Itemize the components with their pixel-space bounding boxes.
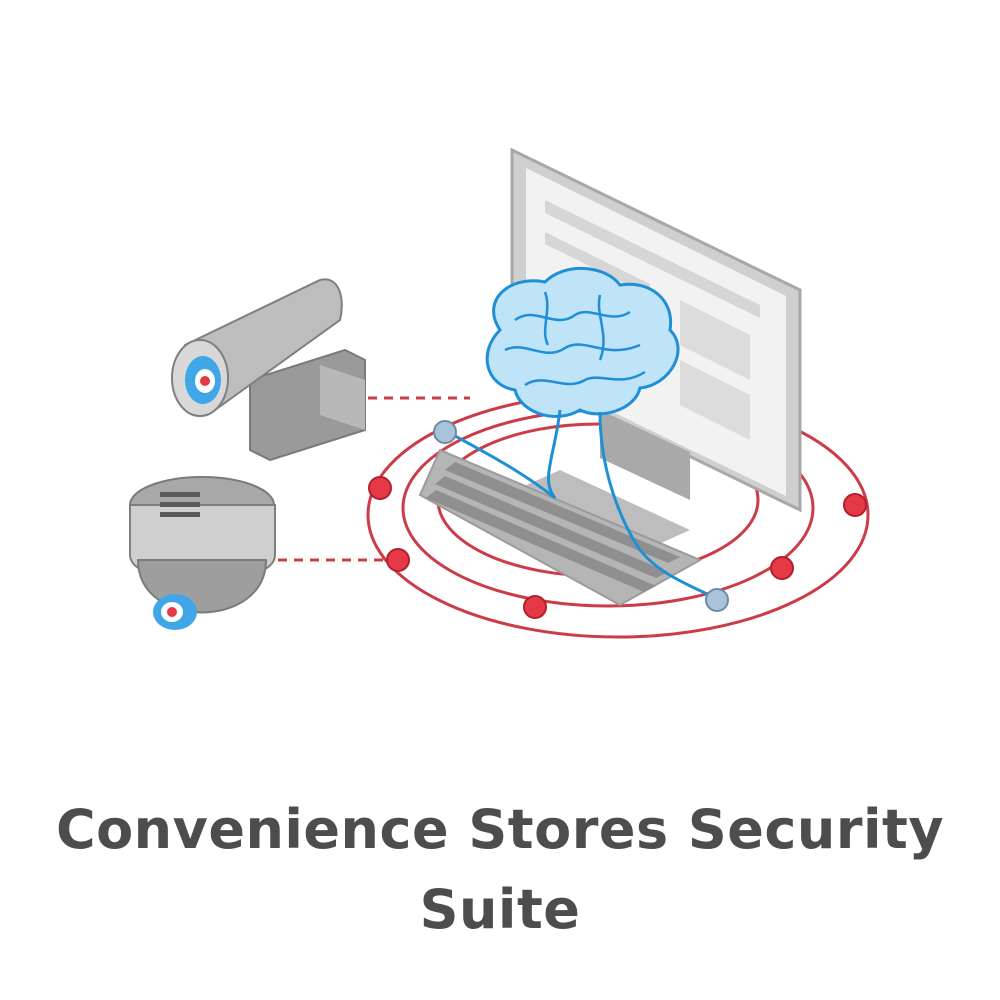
product-title: Convenience Stores Security Suite	[0, 790, 1000, 950]
keyboard-icon	[418, 448, 703, 607]
bullet-camera-icon	[171, 278, 366, 462]
security-illustration	[129, 147, 870, 639]
product-title-line-2: Suite	[419, 878, 581, 941]
network-nodes	[368, 420, 867, 619]
product-title-line-1: Convenience Stores Security	[55, 798, 945, 861]
connector-lines	[278, 396, 470, 562]
brain-icon	[447, 267, 716, 600]
dome-camera-icon	[129, 476, 276, 630]
